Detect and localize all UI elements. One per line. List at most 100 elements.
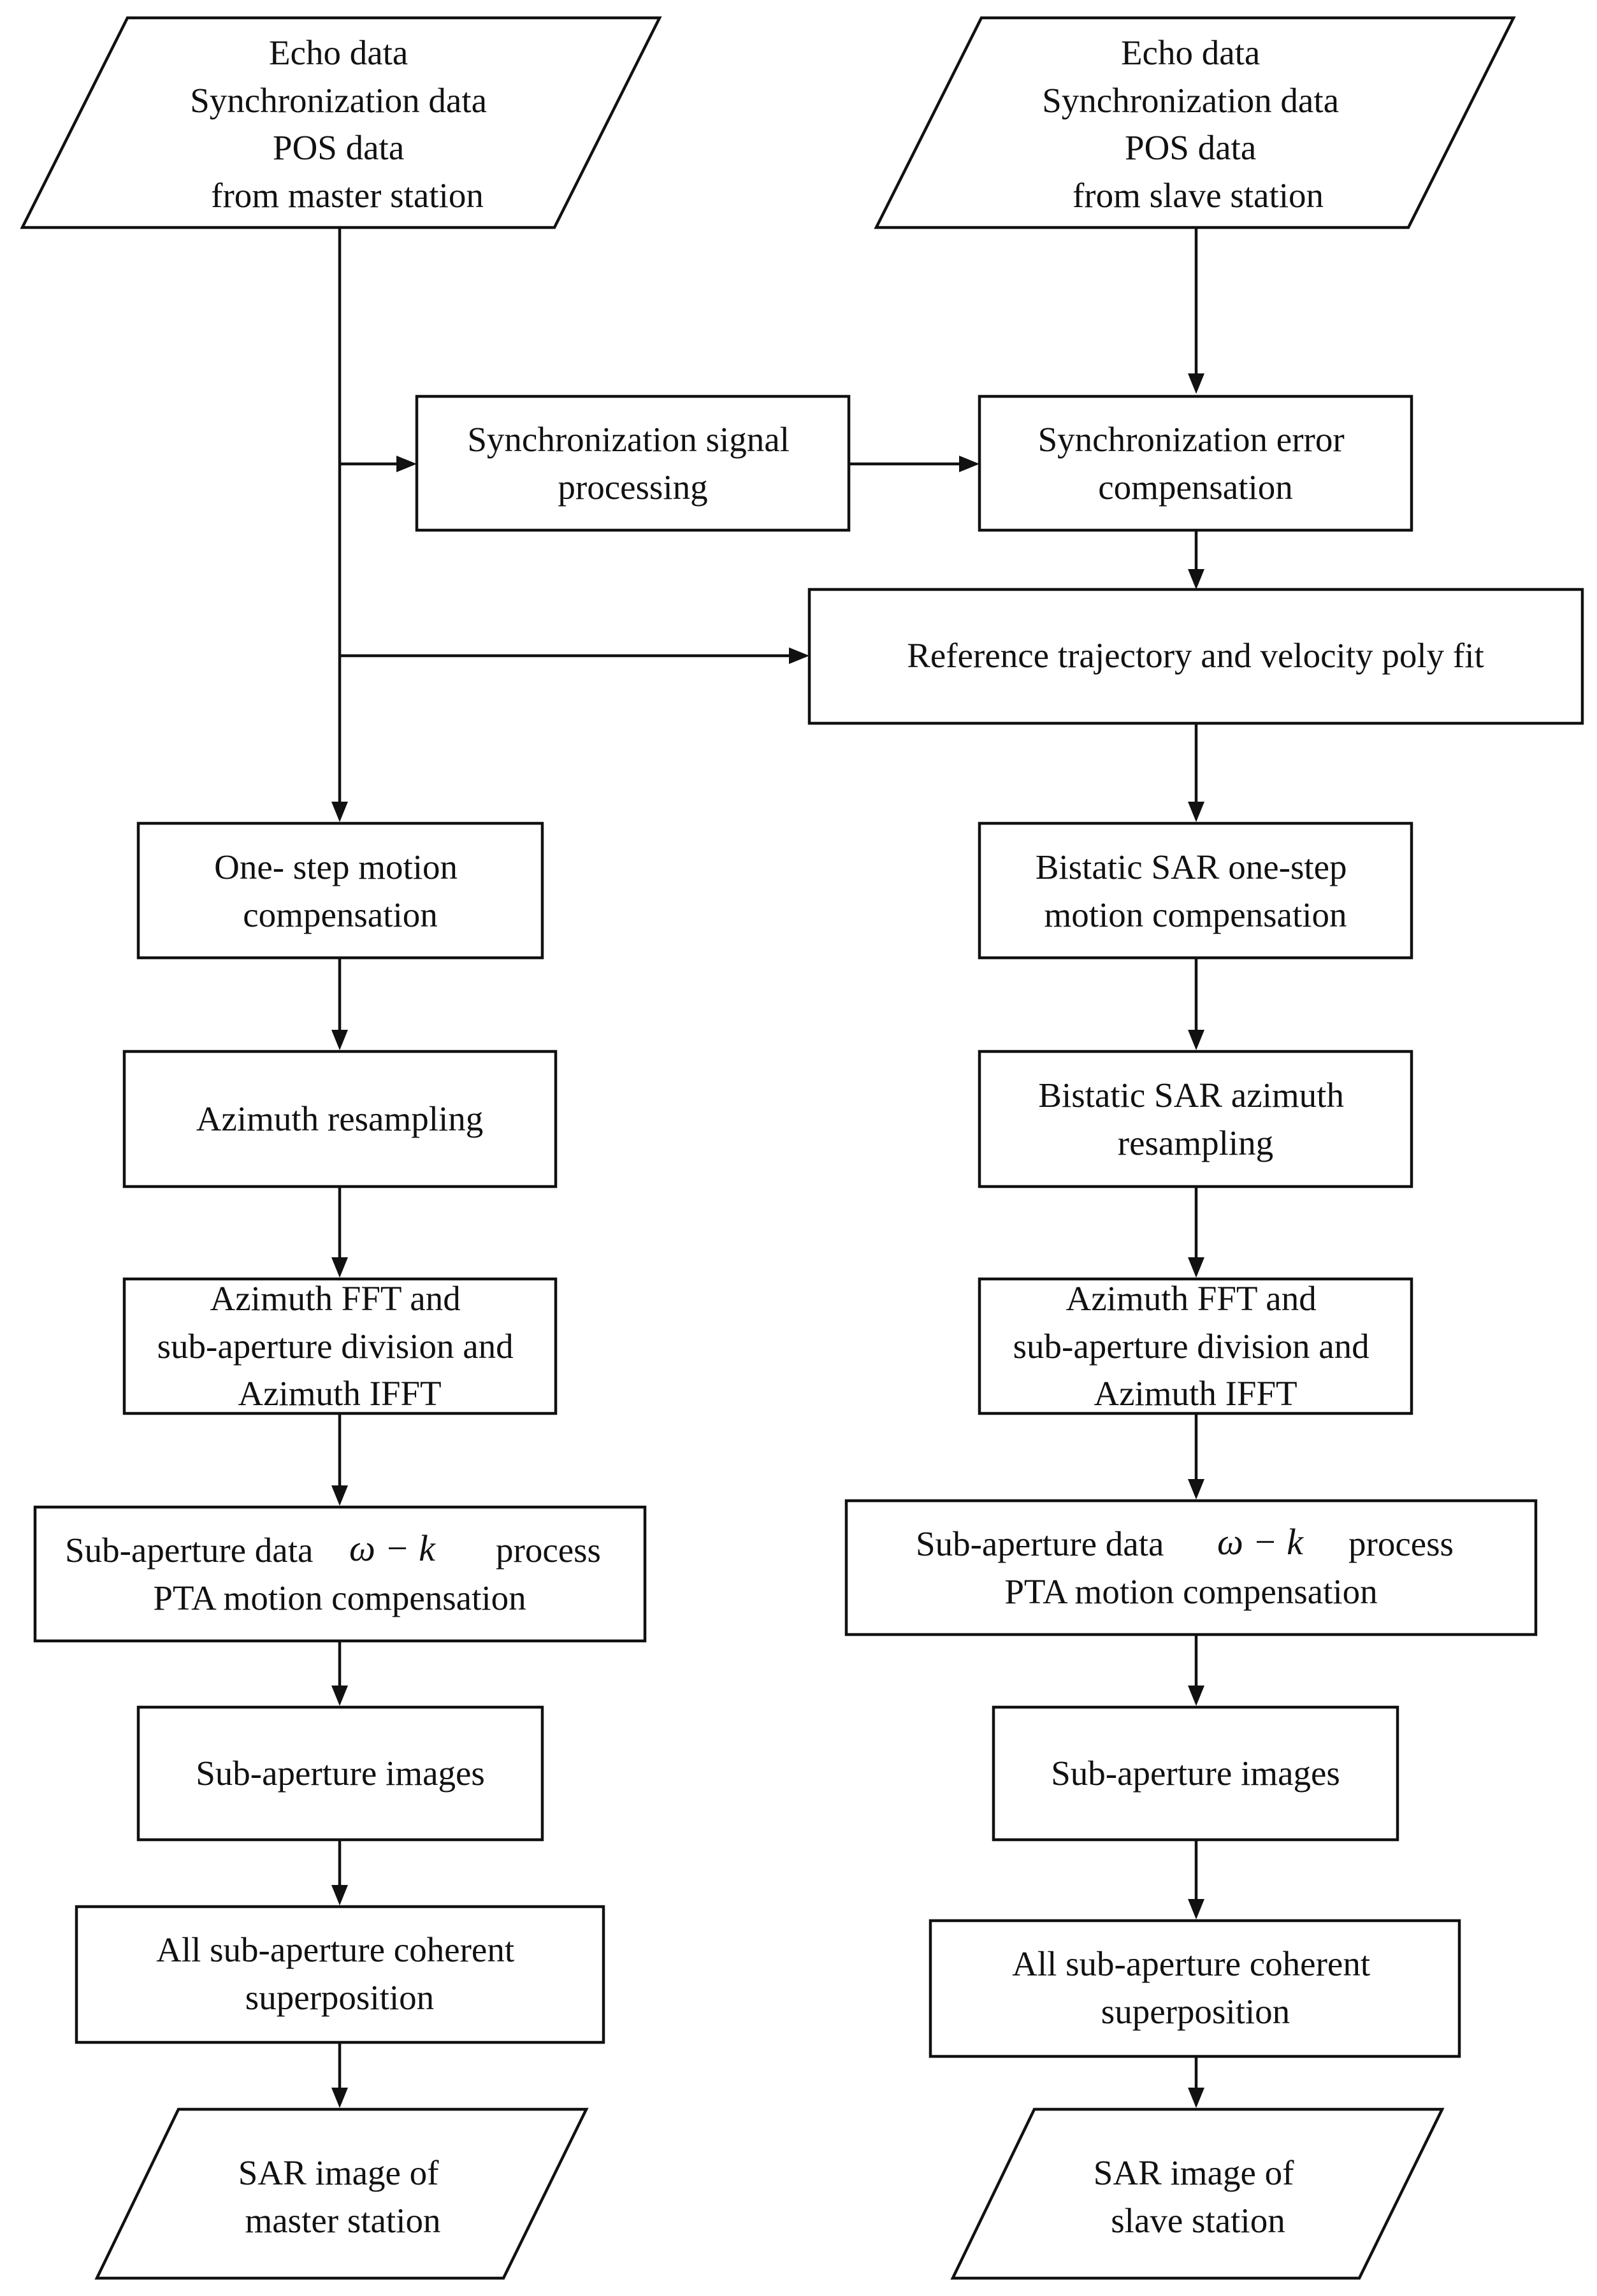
arrowhead-m-resamp <box>331 1030 348 1050</box>
arrowhead-ref-traj-top <box>1188 569 1204 589</box>
s-coherent-line: superposition <box>1101 1992 1290 2031</box>
m-coherent-node: All sub-aperture coherent superposition <box>75 1905 605 2044</box>
m-output-shape <box>94 2107 589 2280</box>
s-mocomp-box <box>978 821 1413 960</box>
arrowhead-s-output <box>1188 2088 1204 2108</box>
arrowhead-m-fft <box>331 1257 348 1278</box>
master-input-line: POS data <box>273 128 404 167</box>
s-subimg-text: Sub-aperture images <box>1051 1754 1340 1793</box>
m-coherent-text: All sub-aperture coherent superposition <box>156 1930 523 2017</box>
s-resamp-node: Bistatic SAR azimuth resampling <box>978 1050 1413 1188</box>
sync-error-box <box>978 394 1413 532</box>
s-wk-prefix: Sub-aperture data <box>916 1524 1164 1563</box>
slave-input-text: Echo data Synchronization data POS data … <box>1042 33 1348 215</box>
arrowhead-sync-error-left <box>959 456 979 472</box>
m-coherent-line: superposition <box>245 1978 434 2017</box>
s-output-line: SAR image of <box>1094 2153 1294 2192</box>
s-mocomp-text: Bistatic SAR one-step motion compensatio… <box>1036 848 1356 934</box>
m-fft-node: Azimuth FFT and sub-aperture division an… <box>122 1277 558 1415</box>
s-output-node: SAR image of slave station <box>950 2107 1445 2280</box>
m-coherent-line: All sub-aperture coherent <box>156 1930 514 1969</box>
m-wk-math: ω − k <box>349 1527 436 1569</box>
m-fft-line: Azimuth FFT and <box>210 1279 461 1318</box>
s-fft-line: Azimuth IFFT <box>1094 1374 1297 1413</box>
s-coherent-text: All sub-aperture coherent superposition <box>1012 1944 1379 2031</box>
master-input-line: Synchronization data <box>190 81 487 120</box>
m-fft-line: Azimuth IFFT <box>238 1374 441 1413</box>
slave-input-line: POS data <box>1125 128 1256 167</box>
m-subimg-box <box>136 1705 544 1842</box>
s-wk-node: Sub-aperture data ω − k process PTA moti… <box>844 1499 1538 1636</box>
arrowhead-s-subimg <box>1188 1686 1204 1706</box>
m-fft-text: Azimuth FFT and sub-aperture division an… <box>157 1279 523 1413</box>
s-mocomp-line: motion compensation <box>1044 895 1347 934</box>
m-subimg-text: Sub-aperture images <box>196 1754 485 1793</box>
s-coherent-box <box>929 1919 1461 2058</box>
s-subimg-line: Sub-aperture images <box>1051 1754 1340 1793</box>
arrowhead-sync-signal <box>396 456 417 472</box>
m-mocomp-line: One- step motion <box>214 848 458 886</box>
ref-traj-text: Reference trajectory and velocity poly f… <box>907 636 1484 675</box>
connectors <box>331 227 1204 2108</box>
master-input-text: Echo data Synchronization data POS data … <box>190 33 496 215</box>
m-output-node: SAR image of master station <box>94 2107 589 2280</box>
s-wk-box <box>844 1499 1538 1636</box>
slave-input-line: Echo data <box>1121 33 1260 72</box>
s-fft-box <box>978 1277 1413 1415</box>
arrowhead-m-output <box>331 2088 348 2108</box>
arrowhead-s-mocomp <box>1188 802 1204 822</box>
arrowhead-m-wk <box>331 1485 348 1506</box>
sync-error-text: Synchronization error compensation <box>1038 420 1354 507</box>
arrowhead-m-mocomp <box>331 802 348 822</box>
sync-signal-line: processing <box>558 468 707 507</box>
master-input-line: Echo data <box>269 33 408 72</box>
master-input-shape <box>20 16 662 229</box>
ref-traj-box <box>807 588 1584 725</box>
m-mocomp-line: compensation <box>243 895 437 934</box>
s-coherent-line: All sub-aperture coherent <box>1012 1944 1370 1983</box>
m-mocomp-node: One- step motion compensation <box>136 821 544 960</box>
s-wk-line2: PTA motion compensation <box>1004 1572 1377 1611</box>
m-subimg-node: Sub-aperture images <box>136 1705 544 1842</box>
s-fft-line: sub-aperture division and <box>1013 1327 1369 1366</box>
m-wk-node: Sub-aperture data ω − k process PTA moti… <box>33 1505 647 1643</box>
arrowhead-s-coherent <box>1188 1899 1204 1919</box>
s-wk-suffix: process <box>1348 1524 1454 1563</box>
slave-input-node: Echo data Synchronization data POS data … <box>874 16 1516 229</box>
sync-signal-node: Synchronization signal processing <box>415 394 851 532</box>
s-fft-line: Azimuth FFT and <box>1066 1279 1317 1318</box>
m-fft-line: sub-aperture division and <box>157 1327 514 1366</box>
slave-input-line: Synchronization data <box>1042 81 1339 120</box>
s-mocomp-node: Bistatic SAR one-step motion compensatio… <box>978 821 1413 960</box>
s-subimg-node: Sub-aperture images <box>992 1705 1399 1842</box>
arrowhead-s-resamp <box>1188 1030 1204 1050</box>
m-coherent-box <box>75 1905 605 2044</box>
m-resamp-text: Azimuth resampling <box>196 1099 484 1138</box>
m-output-line: SAR image of <box>238 2153 439 2192</box>
sync-error-line: compensation <box>1098 468 1292 507</box>
m-resamp-line: Azimuth resampling <box>196 1099 484 1138</box>
s-resamp-box <box>978 1050 1413 1188</box>
m-mocomp-box <box>136 821 544 960</box>
s-resamp-line: resampling <box>1118 1123 1273 1162</box>
sync-signal-line: Synchronization signal <box>467 420 790 459</box>
s-resamp-text: Bistatic SAR azimuth resampling <box>1038 1076 1352 1162</box>
m-wk-box <box>33 1505 647 1643</box>
sync-error-line: Synchronization error <box>1038 420 1345 459</box>
arrowhead-sync-error-top <box>1188 373 1204 394</box>
m-wk-suffix: process <box>496 1531 601 1570</box>
arrowhead-m-subimg <box>331 1686 348 1706</box>
m-wk-prefix: Sub-aperture data <box>65 1531 313 1570</box>
s-fft-text: Azimuth FFT and sub-aperture division an… <box>1013 1279 1378 1413</box>
sync-error-node: Synchronization error compensation <box>978 394 1413 532</box>
slave-input-shape <box>874 16 1516 229</box>
s-output-text: SAR image of slave station <box>1094 2153 1303 2240</box>
m-subimg-line: Sub-aperture images <box>196 1754 485 1793</box>
arrowhead-s-fft <box>1188 1257 1204 1278</box>
master-input-line: from master station <box>211 176 484 215</box>
s-fft-node: Azimuth FFT and sub-aperture division an… <box>978 1277 1413 1415</box>
m-mocomp-text: One- step motion compensation <box>214 848 466 934</box>
arrowhead-ref-traj-left <box>789 647 809 664</box>
s-coherent-node: All sub-aperture coherent superposition <box>929 1919 1461 2058</box>
